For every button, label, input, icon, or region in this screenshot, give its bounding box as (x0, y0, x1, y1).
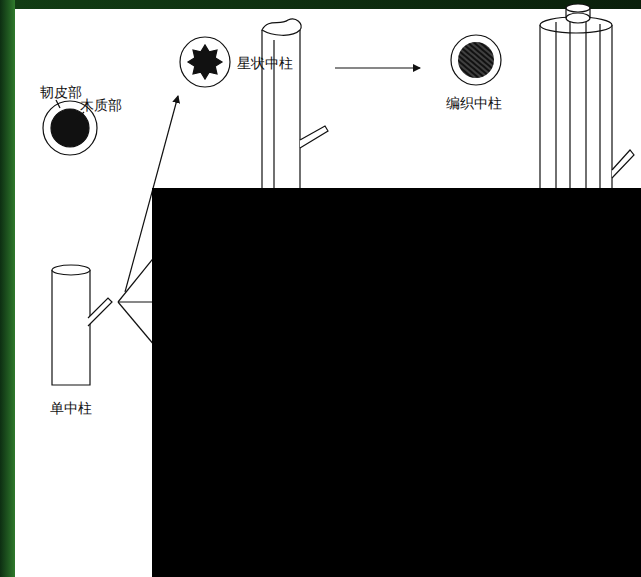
stele-name: 编织中柱 (446, 95, 502, 111)
frame-left (0, 0, 15, 577)
plectostele-stem (540, 4, 634, 195)
occlusion-block (152, 188, 641, 577)
hatched-xylem (458, 42, 494, 78)
part-label: 木质部 (80, 97, 122, 113)
plectostele-section (451, 35, 501, 85)
stem-cylinder (52, 265, 112, 385)
leader-line (76, 112, 84, 120)
leader-line (56, 100, 60, 108)
part-label: 韧皮部 (40, 84, 82, 100)
actinostele-section (180, 37, 230, 87)
evolution-arrow (335, 67, 420, 68)
actinostele-stem (262, 19, 328, 195)
frame-top (0, 0, 641, 9)
stele-name: 星状中柱 (237, 55, 293, 71)
xylem-core (51, 109, 89, 147)
stele-name: 单中柱 (50, 400, 92, 416)
star-xylem (188, 45, 222, 79)
